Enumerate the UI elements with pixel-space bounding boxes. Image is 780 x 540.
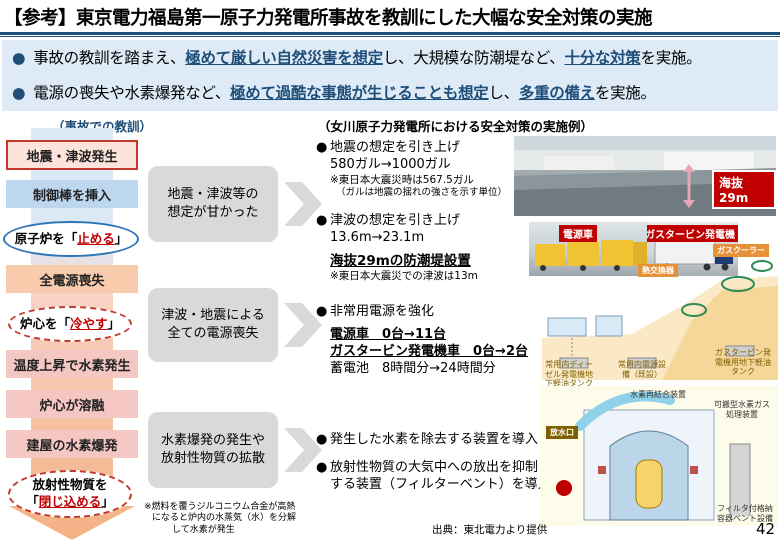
- measure-seismic: ●地震の想定を引き上げ 580ガル→1000ガル ※東日本大震災時は567.5ガ…: [316, 140, 508, 199]
- altitude-label: 海抜29m: [712, 170, 776, 209]
- tank-label: 常用内電源設備（既設）: [618, 360, 666, 379]
- bullet-icon: ●: [316, 213, 328, 228]
- step-contain-radioactive: 放射性物質を「閉じ込める」: [8, 470, 132, 518]
- title-divider: [0, 32, 780, 35]
- bullet-icon: ●: [316, 460, 328, 475]
- release-label: 放水口: [546, 426, 578, 439]
- summary-line-1: ●事故の教訓を踏まえ、極めて厳しい自然災害を想定し、大規模な防潮堤など、十分な対…: [12, 49, 702, 67]
- summary-line-2: ●電源の喪失や水素爆発など、極めて過酷な事態が生じることも想定し、多重の備えを実…: [12, 84, 656, 102]
- measure-filter-vent: ●放射性物質の大気中への放出を抑制 する装置（フィルターベント）を導入: [316, 460, 551, 492]
- step-hydrogen-explosion: 建屋の水素爆発: [6, 430, 138, 458]
- measure-hydrogen-removal: ●発生した水素を除去する装置を導入: [316, 432, 539, 447]
- bullet-icon: ●: [316, 432, 328, 447]
- measure-emergency-power: ●非常用電源を強化 電源車 0台→11台 ガスタービン発電機車 0台→2台 蓄電…: [316, 304, 528, 376]
- power-layout-diagram: ガスクーラー 熱交換器 常用内ディーゼル発電機地下軽油タンク 常用内電源設備（既…: [542, 244, 778, 388]
- bullet-icon: ●: [316, 304, 328, 319]
- power-layout-illustration: [542, 260, 778, 380]
- cause-power-loss: 津波・地震による全ての電源喪失: [148, 288, 278, 362]
- page-title: 【参考】東京電力福島第一原子力発電所事故を教訓にした大幅な安全対策の実施: [4, 8, 653, 29]
- step-cool-core: 炉心を「冷やす」: [8, 306, 132, 342]
- step-hydrogen-generation: 温度上昇で水素発生: [6, 350, 138, 378]
- source-credit: 出典：東北電力より提供: [432, 524, 548, 536]
- chevron-right-icon: [284, 182, 322, 226]
- measure-tsunami: ●津波の想定を引き上げ 13.6m→23.1m 海抜29mの防潮堤設置 ※東日本…: [316, 213, 478, 283]
- power-truck-label: 電源車: [559, 225, 597, 242]
- seawall-photo: 海抜29m: [514, 136, 776, 216]
- bullet-icon: ●: [316, 140, 328, 155]
- bullet-icon: ●: [12, 84, 26, 102]
- gas-treatment-label: 可搬型水素ガス処理装置: [714, 400, 770, 419]
- summary-banner: ●事故の教訓を踏まえ、極めて厳しい自然災害を想定し、大規模な防潮堤など、十分な対…: [2, 40, 778, 111]
- step-total-power-loss: 全電源喪失: [6, 265, 138, 293]
- page-number: 42: [756, 520, 776, 538]
- gas-turbine-label: ガスタービン発電機: [647, 225, 738, 242]
- hydrogen-device-label: 水素再結合装置: [630, 390, 686, 399]
- step-stop-reactor: 原子炉を「止める」: [3, 221, 139, 257]
- filter-vent-label: フィルタ付格納容器ベント設備: [717, 504, 773, 523]
- tank-label: ガスタービン発電機用地下軽油タンク: [715, 348, 771, 377]
- containment-diagram: 放水口 水素再結合装置 可搬型水素ガス処理装置 フィルタ付格納容器ベント設備: [540, 386, 778, 526]
- measures-header: （女川原子力発電所における安全対策の実施例）: [318, 119, 594, 134]
- footnote: ※燃料を覆うジルコニウム合金が高熱 になると炉内の水蒸気（水）を分解 して水素が…: [144, 502, 297, 535]
- cooler-label: ガスクーラー: [713, 244, 769, 257]
- containment-illustration: [556, 391, 751, 521]
- cause-underestimated-hazards: 地震・津波等の想定が甘かった: [148, 166, 278, 242]
- seawall-illustration: [514, 150, 776, 216]
- chevron-right-icon: [284, 303, 322, 347]
- step-earthquake-tsunami: 地震・津波発生: [6, 140, 138, 170]
- tank-label: 常用内ディーゼル発電機地下軽油タンク: [545, 360, 593, 389]
- cause-hydrogen-explosion: 水素爆発の発生や放射性物質の拡散: [148, 412, 278, 488]
- heat-exchanger-label: 熱交換器: [638, 264, 678, 277]
- step-insert-control-rods: 制御棒を挿入: [6, 180, 138, 208]
- step-core-meltdown: 炉心が溶融: [6, 390, 138, 418]
- bullet-icon: ●: [12, 49, 26, 67]
- chevron-right-icon: [284, 428, 322, 472]
- title-divider-thin: [0, 36, 780, 37]
